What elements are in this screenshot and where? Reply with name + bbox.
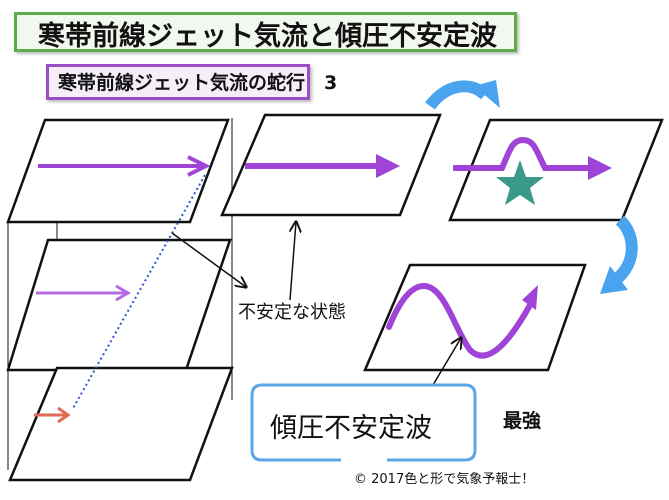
jet-arrow-stage-1 xyxy=(245,154,400,178)
unstable-state-label: 不安定な状態 xyxy=(238,302,346,323)
jet-arrow-middle xyxy=(36,284,131,302)
wave-label-box xyxy=(250,383,477,462)
plane-lower-left xyxy=(8,366,234,482)
baroclinic-wave-label: 傾圧不安定波 xyxy=(270,413,432,444)
pointer-arrow-1 xyxy=(171,232,246,287)
jet-arrow-stage-2 xyxy=(453,136,612,180)
title-box xyxy=(14,12,517,52)
pointer-arrow-2 xyxy=(290,222,296,301)
plane-upper-left xyxy=(6,118,230,224)
flow-arrow-right xyxy=(600,215,638,294)
plane-middle-left xyxy=(6,238,232,372)
jet-wave-stage-3 xyxy=(386,283,538,359)
plane-stage-3 xyxy=(363,263,587,372)
subtitle: 寒帯前線ジェット気流の蛇行 3 xyxy=(58,72,338,94)
copyright: © 2017色と形で気象予報士！ xyxy=(354,472,535,487)
subtitle-box xyxy=(46,64,310,100)
pointer-arrow-3 xyxy=(432,338,461,386)
jet-arrow-upper xyxy=(38,155,211,177)
strongest-label: 最強 xyxy=(503,410,542,432)
lower-level-arrow xyxy=(34,406,71,424)
flow-arrow-top xyxy=(425,80,500,110)
trough-axis-dotted-line xyxy=(71,174,206,411)
title: 寒帯前線ジェット気流と傾圧不安定波 xyxy=(38,21,497,52)
star-icon xyxy=(496,160,544,205)
